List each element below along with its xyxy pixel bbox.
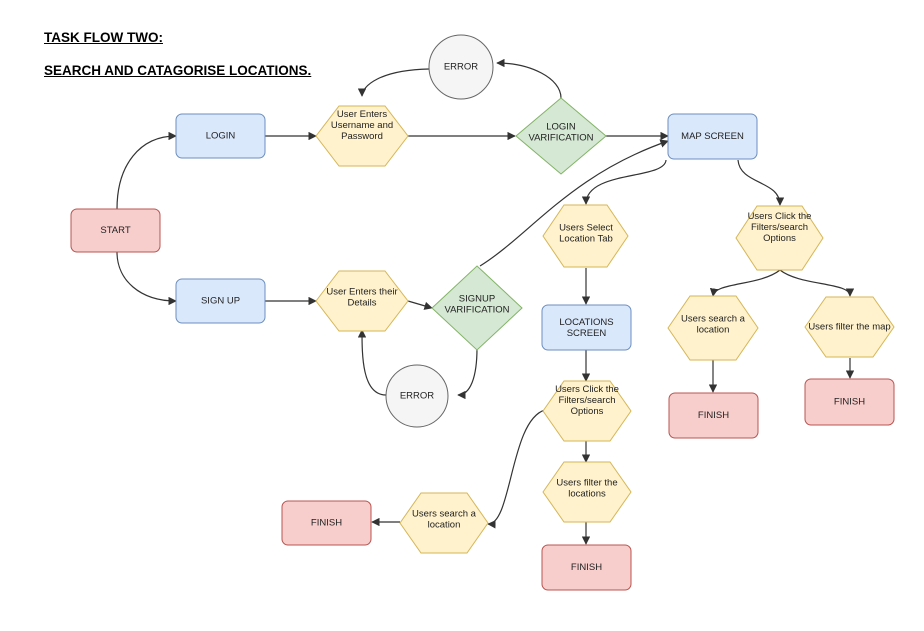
node-label: LOGIN xyxy=(206,131,236,142)
node-label: FINISH xyxy=(834,397,865,408)
node-login: LOGIN xyxy=(175,113,266,159)
edge-map-filtersright xyxy=(737,159,785,206)
edge-error-details xyxy=(357,329,387,396)
node-label: Users filter the map xyxy=(808,322,890,333)
edge-map-selecttab xyxy=(581,159,667,205)
edge-loginverif-error xyxy=(496,58,562,99)
diagram-subtitle: SEARCH AND CATAGORISE LOCATIONS. xyxy=(44,63,312,78)
edge-filtersright-searchright xyxy=(709,269,781,297)
edge-signupverif-map xyxy=(479,139,669,267)
node-finish-right-b: FINISH xyxy=(804,378,895,426)
node-finish-left: FINISH xyxy=(281,500,372,546)
node-label: START xyxy=(100,225,130,236)
node-label: FINISH xyxy=(311,518,342,529)
node-filter-map: Users filter the map xyxy=(804,296,895,358)
edge-filtersright-filtermap xyxy=(779,269,855,297)
connectors xyxy=(116,58,855,545)
node-label: ERROR xyxy=(400,391,434,402)
node-error-bottom: ERROR xyxy=(385,364,449,428)
node-start: START xyxy=(70,208,161,253)
node-label: SIGN UP xyxy=(201,296,240,307)
edge-signupverif-error xyxy=(457,347,478,400)
edge-details-signupverif xyxy=(407,300,433,310)
edge-filtersleft-searchleft xyxy=(487,409,546,529)
edge-start-login xyxy=(116,131,177,210)
edge-start-signup xyxy=(116,251,177,306)
node-label: FINISH xyxy=(571,562,602,573)
node-signup: SIGN UP xyxy=(175,278,266,324)
node-label: MAP SCREEN xyxy=(681,131,744,142)
node-label: ERROR xyxy=(444,62,478,73)
edge-error-credentials xyxy=(357,68,430,97)
node-error-top: ERROR xyxy=(428,34,494,100)
node-finish-bottom: FINISH xyxy=(541,544,632,591)
node-finish-right-a: FINISH xyxy=(668,392,759,439)
node-label: FINISH xyxy=(698,410,729,421)
node-map-screen: MAP SCREEN xyxy=(667,113,758,160)
diagram-title: TASK FLOW TWO: xyxy=(44,30,163,45)
